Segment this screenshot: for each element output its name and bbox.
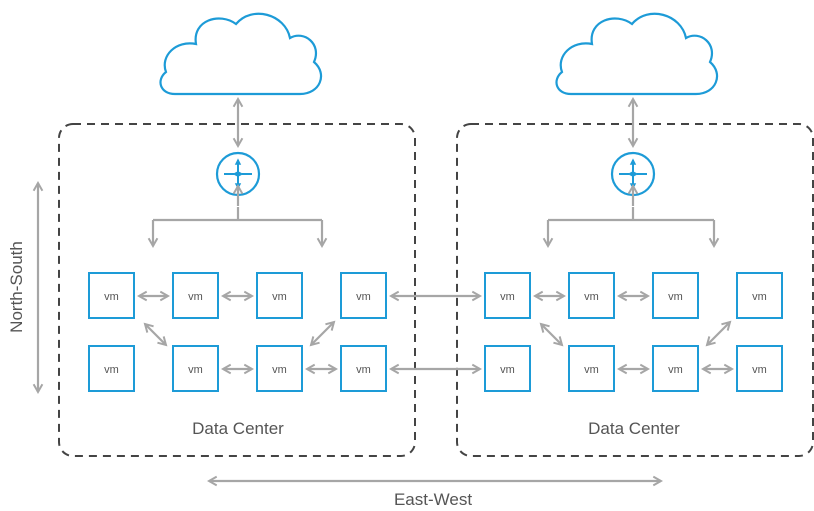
vm-2-6: vm — [568, 345, 615, 392]
vm-2-5: vm — [484, 345, 531, 392]
vm-1-4: vm — [340, 272, 387, 319]
svg-text:vm: vm — [668, 364, 683, 376]
vm-2-7: vm — [652, 345, 699, 392]
cloud-icon — [159, 12, 323, 96]
vm-links-2 — [533, 290, 734, 375]
north-south-label: North-South — [7, 241, 26, 333]
router-uplink-split — [147, 184, 328, 248]
data-center-2-label: Data Center — [588, 419, 680, 438]
data-center-2-border — [456, 123, 814, 457]
vm-1-3: vm — [256, 272, 303, 319]
vm-1-5: vm — [88, 345, 135, 392]
data-center-1-border — [58, 123, 416, 457]
data-center-1-label: Data Center — [192, 419, 284, 438]
vm-2-1: vm — [484, 272, 531, 319]
inter-dc-links — [389, 290, 482, 375]
svg-text:vm: vm — [752, 291, 767, 303]
svg-text:vm: vm — [500, 364, 515, 376]
data-center-1: Data Center vm vm vm vm vm vm vm vm — [58, 12, 416, 457]
svg-text:vm: vm — [752, 364, 767, 376]
svg-text:vm: vm — [356, 291, 371, 303]
svg-text:vm: vm — [272, 364, 287, 376]
vm-1-7: vm — [256, 345, 303, 392]
vm-2-4: vm — [736, 272, 783, 319]
svg-text:vm: vm — [584, 364, 599, 376]
vm-2-3: vm — [652, 272, 699, 319]
east-west-label: East-West — [394, 490, 472, 509]
vm-2-8: vm — [736, 345, 783, 392]
svg-text:vm: vm — [104, 291, 119, 303]
svg-text:vm: vm — [668, 291, 683, 303]
svg-text:vm: vm — [188, 364, 203, 376]
svg-text:vm: vm — [356, 364, 371, 376]
vm-2-2: vm — [568, 272, 615, 319]
svg-text:vm: vm — [584, 291, 599, 303]
vm-1-8: vm — [340, 345, 387, 392]
vm-1-1: vm — [88, 272, 135, 319]
svg-text:vm: vm — [188, 291, 203, 303]
svg-text:vm: vm — [104, 364, 119, 376]
svg-text:vm: vm — [272, 291, 287, 303]
data-center-2: Data Center vm vm vm vm vm vm vm vm — [456, 12, 814, 457]
cloud-icon — [555, 12, 719, 96]
vm-1-6: vm — [172, 345, 219, 392]
router-uplink-split — [542, 184, 720, 248]
vm-1-2: vm — [172, 272, 219, 319]
svg-text:vm: vm — [500, 291, 515, 303]
vm-links-1 — [137, 290, 338, 375]
